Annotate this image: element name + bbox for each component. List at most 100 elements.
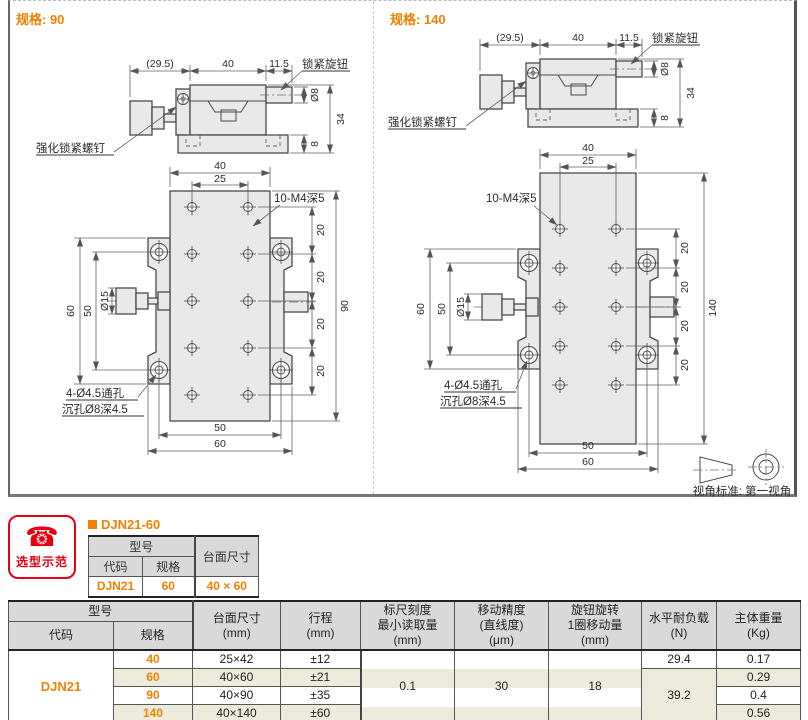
size-value: 40×140 <box>192 703 282 720</box>
spec-140-panel: 规格: 140 <box>374 1 794 498</box>
dimension-label: 20 <box>679 242 691 254</box>
weight-header: 主体重量 (Kg) <box>716 600 802 651</box>
weight-value: 0.17 <box>716 649 802 669</box>
dimension-label: 11.5 <box>619 32 639 44</box>
dimension-label: 8 <box>309 141 321 147</box>
travel-value: ±12 <box>280 649 362 669</box>
load-value: 39.2 <box>641 667 718 720</box>
dimension-label: 40 <box>582 142 594 154</box>
lock-knob-label: 锁紧旋钮 <box>302 57 348 71</box>
travel-header: 行程 (mm) <box>280 600 362 651</box>
lock-knob-label: 锁紧旋钮 <box>652 31 698 45</box>
dimension-label: 20 <box>315 318 327 330</box>
mini-size-value: 40 × 60 <box>193 576 259 597</box>
model-header: 型号 <box>7 600 194 622</box>
spec-90-title: 规格: 90 <box>16 12 65 27</box>
code-value: DJN21 <box>8 649 114 720</box>
dimension-label: 60 <box>214 438 226 450</box>
dimension-label: 50 <box>582 440 594 452</box>
overall-dimension-label: 140 <box>707 299 719 317</box>
dimension-label: 20 <box>315 224 327 236</box>
first-angle-projection-symbol: 视角标准: 第一视角 <box>693 449 791 498</box>
dimension-label: 8 <box>659 115 671 121</box>
dimension-label: (29.5) <box>146 58 173 70</box>
telephone-icon: ☎ <box>25 522 59 552</box>
tapped-holes-label: 10-M4深5 <box>486 191 537 205</box>
size-value: 25×42 <box>192 649 282 669</box>
dimension-label: 20 <box>679 320 691 332</box>
spec-140-drawing: (29.5) 40 11.5 锁紧旋钮 Ø8 <box>388 31 791 498</box>
dimension-label: Ø8 <box>659 62 671 76</box>
mini-code-value: DJN21 <box>88 576 143 597</box>
mini-model-header: 型号 <box>88 535 195 557</box>
side-view-140: (29.5) 40 11.5 锁紧旋钮 Ø8 <box>388 31 700 130</box>
selection-example-table: 型号 台面尺寸 代码 规格 DJN21 60 40 × 60 <box>88 535 259 598</box>
dimension-label: 25 <box>214 173 226 185</box>
dimension-label: 20 <box>679 359 691 371</box>
load-header: 水平耐负载 (N) <box>641 600 718 651</box>
overall-dimension-label: 90 <box>339 300 351 312</box>
top-view-90: 40 25 10-M4深5 20 <box>62 160 351 455</box>
dimension-label: 40 <box>572 32 584 44</box>
selection-example-table-block: DJN21-60 型号 台面尺寸 代码 规格 DJN21 60 40 × 60 <box>88 515 259 598</box>
accuracy-header: 移动精度 (直线度) (μm) <box>454 600 550 651</box>
dimension-label: Ø15 <box>455 297 467 317</box>
mini-spec-header: 规格 <box>142 556 195 577</box>
selection-example-section: ☎ 选型示范 DJN21-60 型号 台面尺寸 代码 规格 DJN21 <box>8 515 259 598</box>
spec-value: 40 <box>112 649 194 669</box>
mini-code-header: 代码 <box>88 556 143 577</box>
dimension-label: (29.5) <box>496 32 523 44</box>
dimension-label: Ø8 <box>309 88 321 102</box>
dimension-label: 50 <box>436 303 448 315</box>
travel-value: ±21 <box>280 667 362 687</box>
dimension-label: 50 <box>214 422 226 434</box>
size-value: 40×60 <box>192 667 282 687</box>
reinforced-screw-label: 强化锁紧螺钉 <box>388 115 457 129</box>
dimension-label: 11.5 <box>269 58 289 70</box>
spec-140-title: 规格: 140 <box>390 12 446 27</box>
view-standard-label: 视角标准: 第一视角 <box>693 484 791 498</box>
specification-table: 型号 台面尺寸 (mm) 行程 (mm) 标尺刻度 最小读取量 (mm) 移动精… <box>7 600 802 720</box>
spec-90-drawing: (29.5) 40 11.5 锁紧旋钮 Ø8 <box>36 57 351 455</box>
spec-header: 规格 <box>112 620 194 651</box>
reinforced-screw-label: 强化锁紧螺钉 <box>36 141 105 155</box>
side-view-90: (29.5) 40 11.5 锁紧旋钮 Ø8 <box>36 57 350 156</box>
dimension-label: 60 <box>415 303 427 315</box>
selection-example-badge: ☎ 选型示范 <box>8 515 76 579</box>
table-row: DJN21 40 25×42 ±12 0.1 30 18 29.4 0.17 <box>8 649 802 720</box>
counterbore-label: 沉孔Ø8深4.5 <box>62 402 128 416</box>
weight-value: 0.56 <box>716 703 802 720</box>
size-header: 台面尺寸 (mm) <box>191 600 282 651</box>
dimension-label: 40 <box>222 58 234 70</box>
per-turn-header: 旋钮旋转 1圈移动量 (mm) <box>548 600 643 651</box>
dimension-label: 50 <box>82 305 94 317</box>
through-hole-label: 4-Ø4.5通孔 <box>66 387 125 400</box>
mini-size-header: 台面尺寸 <box>193 535 259 577</box>
spec-value: 90 <box>112 685 194 705</box>
load-value: 29.4 <box>641 649 718 669</box>
spec-value: 140 <box>112 703 194 720</box>
size-value: 40×90 <box>192 685 282 705</box>
scale-reading-header: 标尺刻度 最小读取量 (mm) <box>360 600 456 651</box>
spec-90-panel: 规格: 90 <box>10 1 374 494</box>
dimension-label: 60 <box>582 456 594 468</box>
counterbore-label: 沉孔Ø8深4.5 <box>440 394 506 408</box>
code-header: 代码 <box>8 620 114 651</box>
selection-example-title-text: DJN21-60 <box>101 517 161 532</box>
weight-value: 0.29 <box>716 667 802 687</box>
table-row: 140 40×140 ±60 0.56 <box>9 703 802 720</box>
dimension-label: 60 <box>65 305 77 317</box>
table-row: 60 40×60 ±21 39.2 0.29 <box>9 667 802 720</box>
dimension-label: 20 <box>315 365 327 377</box>
selection-example-title: DJN21-60 <box>88 517 259 532</box>
weight-value: 0.4 <box>716 685 802 705</box>
dimension-label: 20 <box>679 281 691 293</box>
square-bullet-icon <box>88 520 97 529</box>
spec-value: 60 <box>112 667 194 687</box>
tapped-holes-label: 10-M4深5 <box>274 191 325 205</box>
first-angle-cone-icon <box>699 456 733 484</box>
travel-value: ±60 <box>280 703 362 720</box>
travel-value: ±35 <box>280 685 362 705</box>
scale-reading-value: 0.1 <box>359 649 456 720</box>
